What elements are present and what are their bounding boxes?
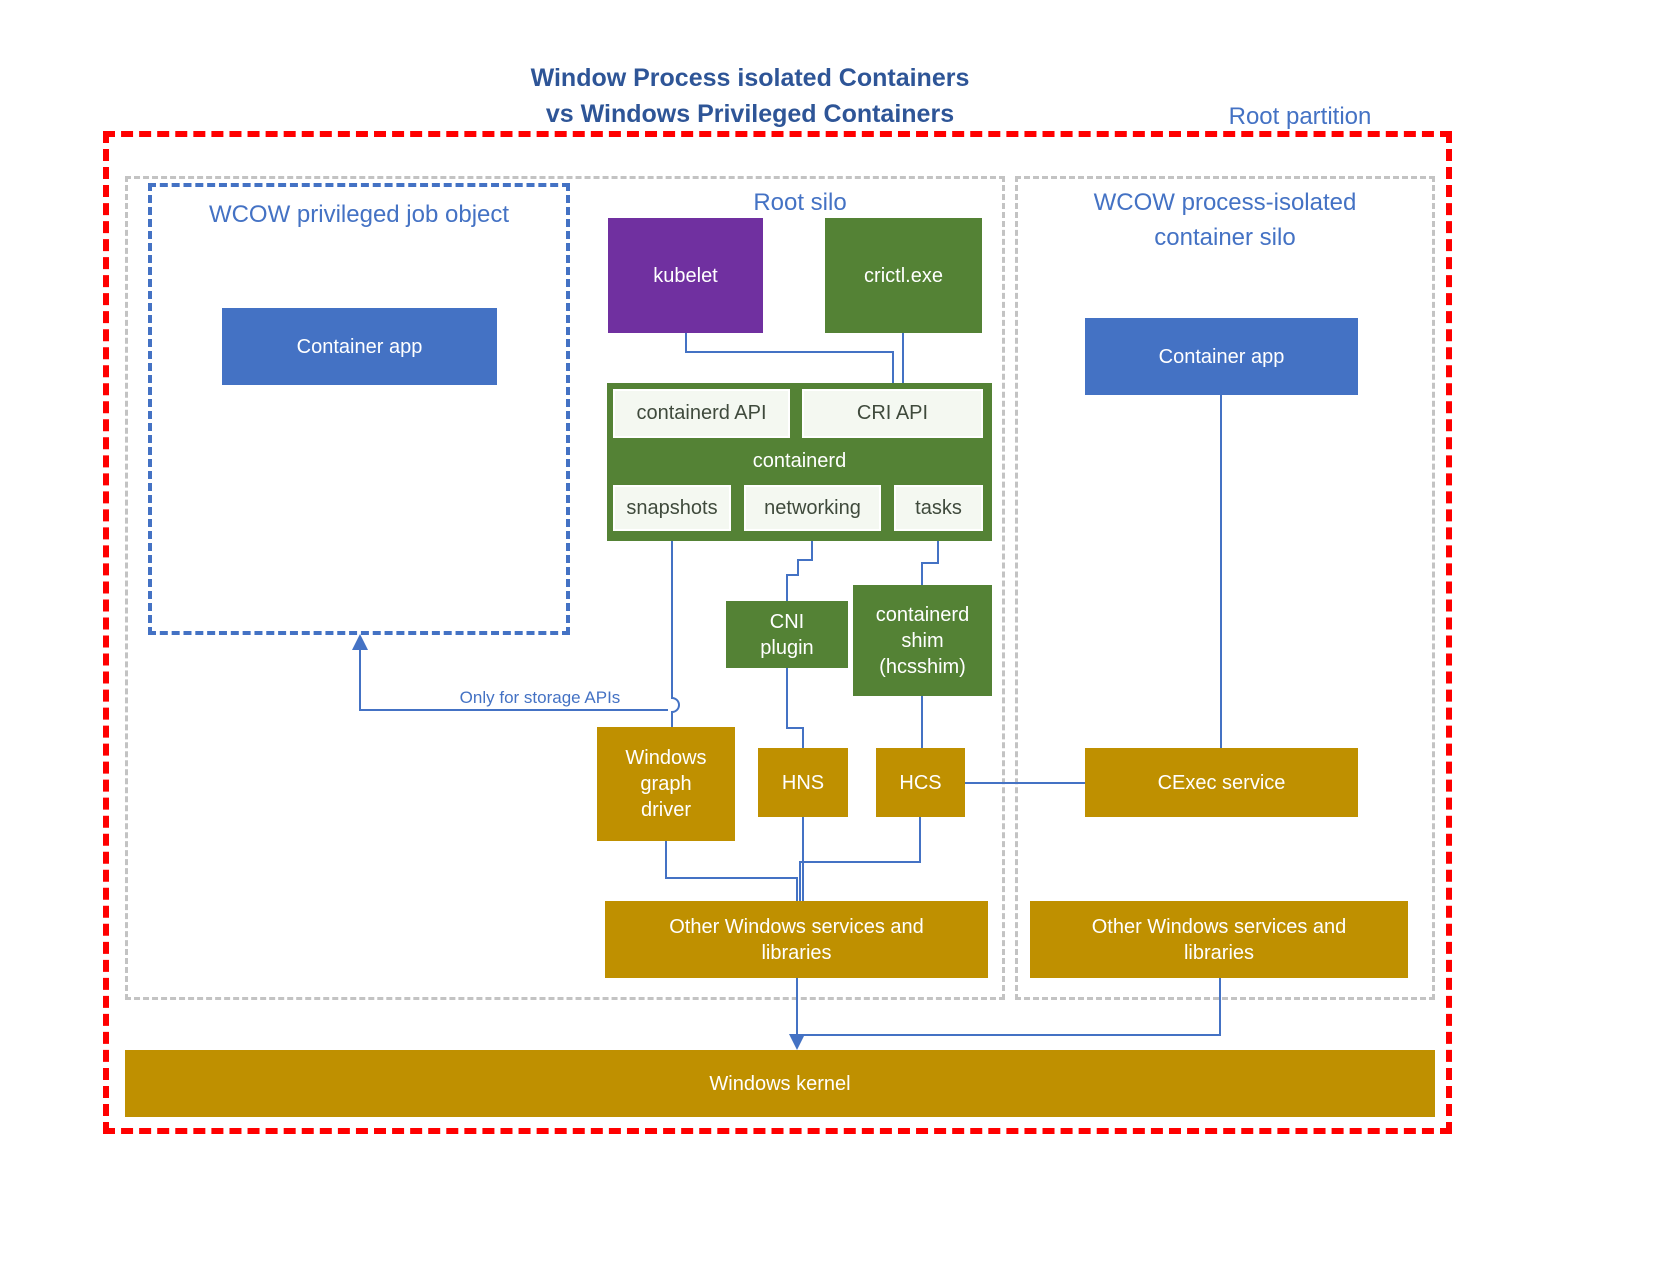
privileged-job-object-boundary: [148, 183, 570, 635]
snapshots-box: snapshots: [613, 485, 731, 531]
container-app-box-left: Container app: [222, 308, 497, 385]
container-app-box-right: Container app: [1085, 318, 1358, 395]
kubelet-box: kubelet: [608, 218, 763, 333]
cni-plugin-box: CNI plugin: [726, 601, 848, 668]
containerd-api-box: containerd API: [613, 389, 790, 438]
root-silo-boundary: [125, 176, 1005, 1000]
diagram-title: Window Process isolated Containers vs Wi…: [300, 60, 1200, 133]
root-partition-label: Root partition: [1228, 103, 1372, 130]
root-silo-label: Root silo: [753, 189, 847, 216]
root-partition-boundary: [103, 131, 1452, 1134]
only-storage-apis-note: Only for storage APIs: [459, 688, 621, 707]
tasks-box: tasks: [894, 485, 983, 531]
other-services-box-right: Other Windows services and libraries: [1030, 901, 1408, 978]
crictl-box: crictl.exe: [825, 218, 982, 333]
hns-box: HNS: [758, 748, 848, 817]
containerd-group: containerd API CRI API containerd snapsh…: [607, 383, 992, 541]
diagram-title-line2: vs Windows Privileged Containers: [545, 100, 955, 129]
container-silo-label: WCOW process-isolated container silo: [1093, 189, 1357, 251]
containerd-shim-box: containerd shim (hcsshim): [853, 585, 992, 696]
windows-graph-driver-box: Windows graph driver: [597, 727, 735, 841]
networking-box: networking: [744, 485, 881, 531]
windows-kernel-box: Windows kernel: [125, 1050, 1435, 1117]
other-services-box-left: Other Windows services and libraries: [605, 901, 988, 978]
diagram-title-line1: Window Process isolated Containers: [530, 64, 970, 92]
container-silo-boundary: [1015, 176, 1435, 1000]
cexec-service-box: CExec service: [1085, 748, 1358, 817]
containerd-label: containerd: [752, 450, 847, 472]
cri-api-box: CRI API: [802, 389, 983, 438]
hcs-box: HCS: [876, 748, 965, 817]
privileged-job-object-label: WCOW privileged job object: [208, 201, 510, 228]
